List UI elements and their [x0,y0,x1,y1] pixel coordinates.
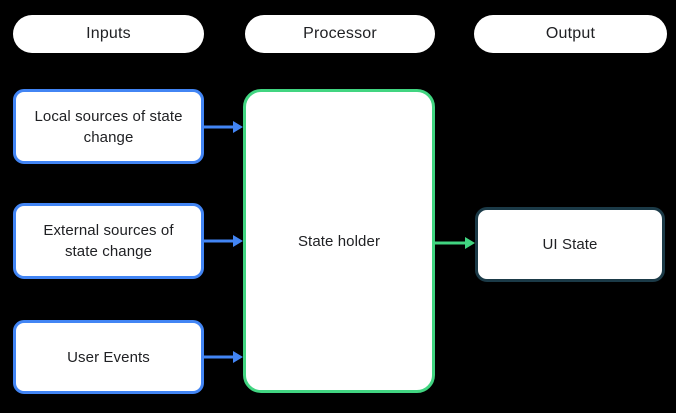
column-header-inputs-label: Inputs [86,25,131,42]
column-header-processor: Processor [245,15,435,53]
node-state-holder-label: State holder [297,232,381,250]
arrow-shaft [434,241,467,245]
node-local-sources-of-state-change: Local sources of state change [13,89,204,164]
node-ui-state: UI State [475,207,665,282]
arrow-shaft [203,355,235,359]
arrow-shaft [203,125,235,129]
arrow-head-icon [465,237,475,249]
arrow-user-events-to-state-holder [203,350,243,364]
arrow-shaft [203,239,235,243]
column-header-processor-label: Processor [303,25,377,42]
arrow-head-icon [233,121,243,133]
node-external-sources-of-state-change: External sources of state change [13,203,204,279]
column-header-inputs: Inputs [13,15,204,53]
node-state-holder: State holder [243,89,435,393]
node-local-sources-label: Local sources of state change [34,107,183,146]
node-user-events: User Events [13,320,204,394]
node-external-sources-label: External sources of state change [43,222,174,260]
arrow-local-to-state-holder [203,120,243,134]
node-user-events-label: User Events [67,348,150,366]
column-header-output: Output [474,15,667,53]
arrow-head-icon [233,351,243,363]
node-ui-state-label: UI State [542,236,598,253]
arrow-head-icon [233,235,243,247]
arrow-state-holder-to-ui-state [434,236,475,250]
column-header-output-label: Output [545,25,596,42]
arrow-external-to-state-holder [203,234,243,248]
